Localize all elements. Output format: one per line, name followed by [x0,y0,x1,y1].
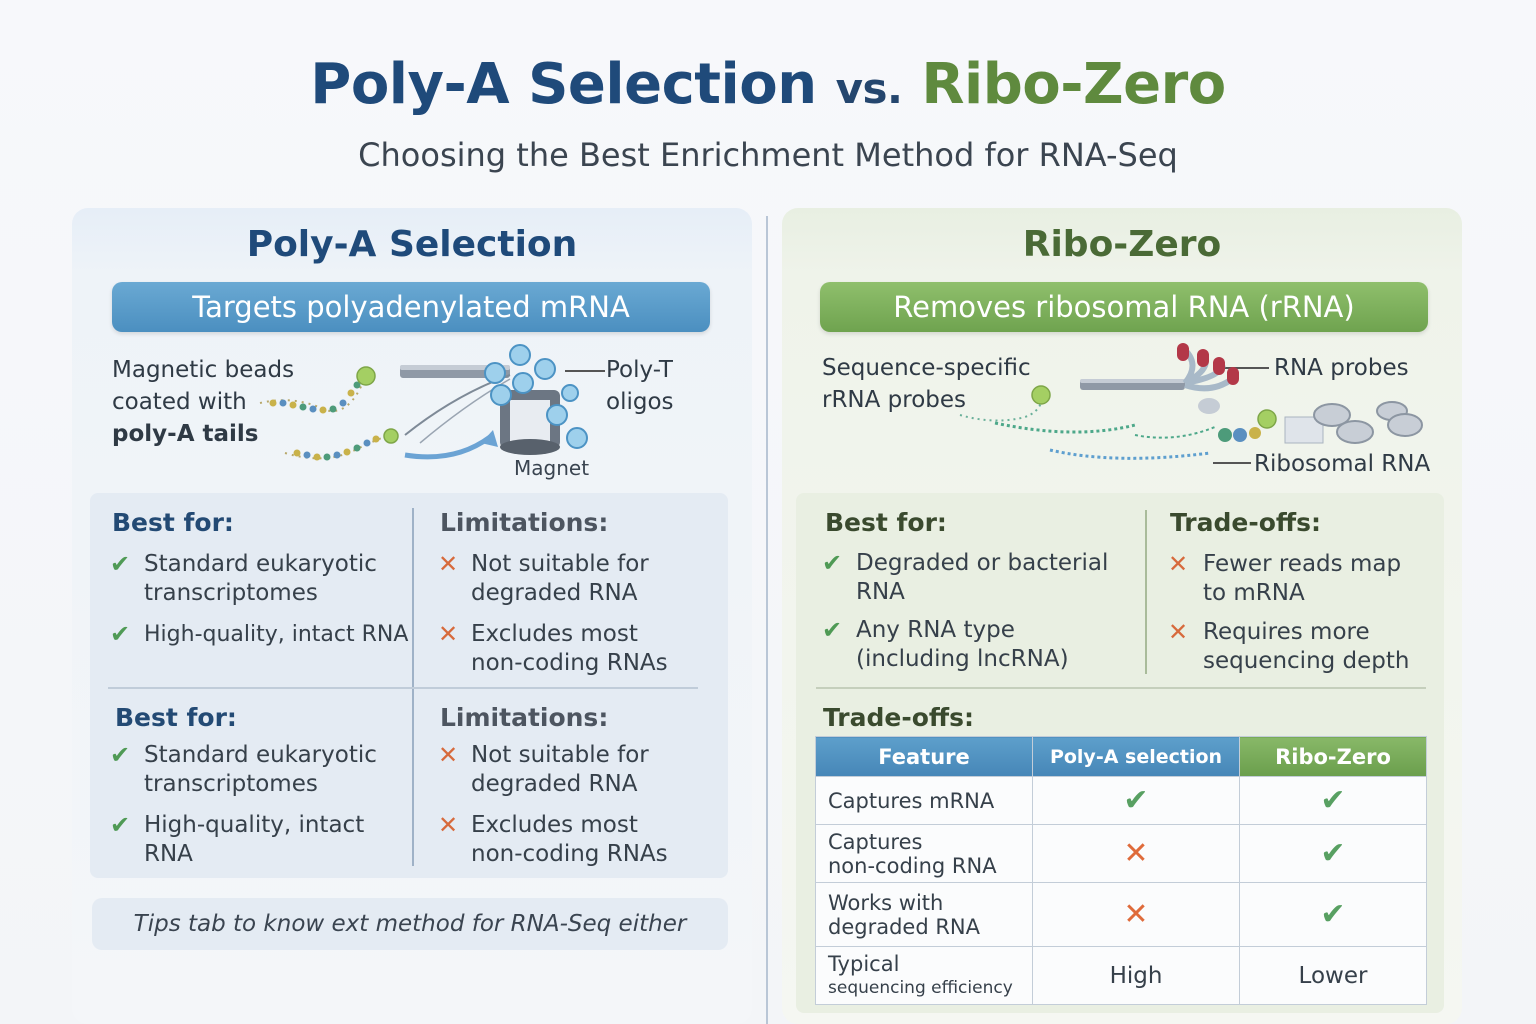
cross-icon: ✕ [1168,618,1189,646]
check-icon: ✔ [110,550,131,578]
poly-a-cell: ✕ [1032,824,1240,883]
rna-probes-label: RNA probes [1274,355,1409,381]
header-ribo-zero: Ribo-Zero [1239,736,1427,777]
poly-a-strand-upper [259,366,376,414]
check-icon: ✔ [1320,783,1346,818]
right-info-vdivider [1145,510,1147,674]
table-title: Trade-offs: [823,703,975,732]
cross-icon: ✕ [438,550,459,578]
rna-probe-tips [1177,343,1239,385]
comparison-table: Feature Poly-A selection Ribo-Zero Captu… [815,736,1427,1005]
header-feature: Feature [815,736,1033,777]
best-for-title-1: Best for: [112,508,234,537]
poly-a-cell: ✔ [1032,776,1240,825]
ribo-zero-efficiency: Lower [1239,946,1427,1005]
cross-icon: ✕ [1123,897,1149,932]
poly-a-ribbon: Targets polyadenylated mRNA [112,282,710,332]
probe-label: Sequence-specific rRNA probes [822,355,1031,413]
page-title: Poly-A Selection vs. Ribo-Zero [0,52,1536,117]
title-poly-a: Poly-A Selection [310,52,817,117]
poly-a-heading: Poly-A Selection [246,224,578,265]
poly-a-info-box [90,493,728,878]
cross-icon: ✕ [438,620,459,648]
header-poly-a: Poly-A selection [1032,736,1240,777]
cross-icon: ✕ [438,811,459,839]
check-icon: ✔ [822,616,843,644]
ribosomal-rna-label: Ribosomal RNA [1254,451,1431,477]
page-subtitle: Choosing the Best Enrichment Method for … [358,136,1178,174]
check-icon: ✔ [110,811,131,839]
check-icon: ✔ [822,549,843,577]
limitations-title-1: Limitations: [440,508,609,537]
ribo-zero-diagram [959,343,1423,464]
poly-a-cell: ✕ [1032,882,1240,947]
ribo-zero-cell: ✔ [1239,776,1427,825]
ribosome-shapes [1313,401,1423,444]
table-header-row: Feature Poly-A selection Ribo-Zero [815,736,1427,777]
title-vs: vs. [835,64,903,113]
tips-box: Tips tab to know ext method for RNA-Seq … [92,898,728,950]
ribo-zero-cell: ✔ [1239,882,1427,947]
check-icon: ✔ [110,620,131,648]
limitations-title-2: Limitations: [440,703,609,732]
ribo-zero-heading: Ribo-Zero [1022,224,1222,265]
ribo-zero-cell: ✔ [1239,824,1427,883]
left-info-hdivider [108,687,698,689]
magnetic-bead-diagram [259,344,605,461]
title-ribo-zero: Ribo-Zero [921,52,1226,117]
table-row: Captures mRNA ✔ ✔ [815,776,1427,825]
bead-cluster [484,344,588,449]
beads-label: Magnetic beads coated with poly-A tails [112,357,295,447]
right-info-hdivider [816,687,1426,689]
ribo-best-for-title: Best for: [825,508,947,537]
check-icon: ✔ [1320,897,1346,932]
cross-icon: ✕ [438,741,459,769]
poly-a-strand-lower [284,428,399,461]
oligo-label: Poly-T oligos [606,357,674,415]
poly-a-efficiency: High [1032,946,1240,1005]
ribo-zero-ribbon: Removes ribosomal RNA (rRNA) [820,282,1428,332]
cross-icon: ✕ [1168,550,1189,578]
check-icon: ✔ [1123,783,1149,818]
check-icon: ✔ [1320,836,1346,871]
feature-cell: Captures mRNA [815,776,1033,825]
center-divider [766,216,768,1024]
magnet-label: Magnet [514,456,590,480]
check-icon: ✔ [110,741,131,769]
ribo-tradeoffs-title: Trade-offs: [1170,508,1322,537]
cross-icon: ✕ [1123,836,1149,871]
best-for-title-2: Best for: [115,703,237,732]
